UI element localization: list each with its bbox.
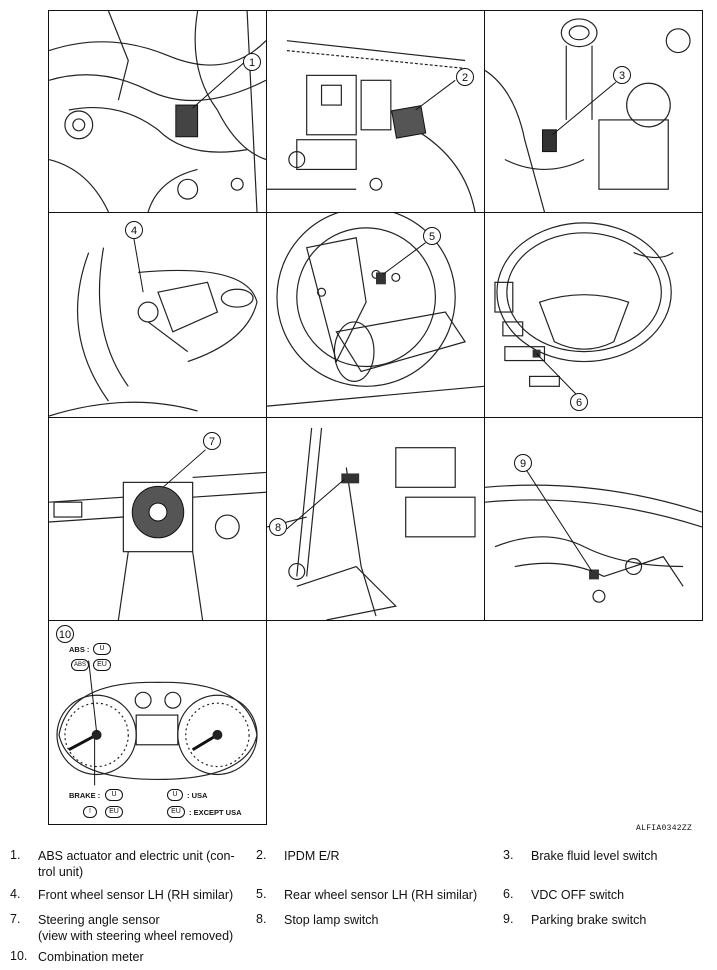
panel-front-wheel-sensor: 4	[48, 212, 267, 418]
callout-2: 2	[456, 68, 474, 86]
ipdm-drawing	[267, 40, 476, 212]
abs-label: ABS :	[69, 645, 90, 654]
brake-pedal-drawing	[267, 427, 476, 620]
panel-brake-fluid: 3	[484, 10, 703, 213]
engine-bay-drawing	[49, 11, 266, 212]
panel-rear-wheel-sensor: 5	[266, 212, 485, 418]
callout-6: 6	[570, 393, 588, 411]
panel-abs-actuator: 1	[48, 10, 267, 213]
callout-7: 7	[203, 432, 221, 450]
eu-code-key: EU	[167, 806, 185, 818]
usa-code-key: U	[167, 789, 183, 801]
panel-parking-brake-switch: 9	[484, 417, 703, 621]
figure-code: ALFIA0342ZZ	[636, 824, 693, 833]
abs-usa-code: U	[93, 643, 111, 655]
panel-ipdm: 2	[266, 10, 485, 213]
brake-eu-code: EU	[105, 806, 123, 818]
eu-key-text: : EXCEPT USA	[189, 808, 242, 817]
brake-reservoir-drawing	[485, 18, 691, 212]
callout-10: 10	[56, 625, 74, 643]
callout-1: 1	[243, 53, 261, 71]
parking-brake-drawing	[485, 467, 702, 603]
panel-steering-angle-sensor: 7	[48, 417, 267, 621]
combination-meter-drawing	[56, 660, 258, 786]
callout-8: 8	[269, 518, 287, 536]
panel-stop-lamp-switch: 8	[266, 417, 485, 621]
abs-warning-icon: ABS	[71, 659, 89, 671]
brake-usa-code: U	[105, 789, 123, 801]
rear-wheel-sensor-drawing	[267, 213, 484, 407]
callout-4: 4	[125, 221, 143, 239]
brake-label: BRAKE :	[69, 791, 101, 800]
panel-vdc-off-switch: 6	[484, 212, 703, 418]
callout-3: 3	[613, 66, 631, 84]
usa-key-text: : USA	[187, 791, 208, 800]
steering-angle-sensor-drawing	[49, 449, 266, 620]
front-wheel-sensor-drawing	[49, 234, 258, 417]
steering-wheel-dash-drawing	[494, 222, 674, 395]
brake-warning-icon: !	[83, 806, 97, 818]
panel-combination-meter: 10 ABS : U ABS EU BRAKE : U ! EU U : USA…	[48, 620, 267, 825]
callout-5: 5	[423, 227, 441, 245]
callout-9: 9	[514, 454, 532, 472]
abs-eu-code: EU	[93, 659, 111, 671]
